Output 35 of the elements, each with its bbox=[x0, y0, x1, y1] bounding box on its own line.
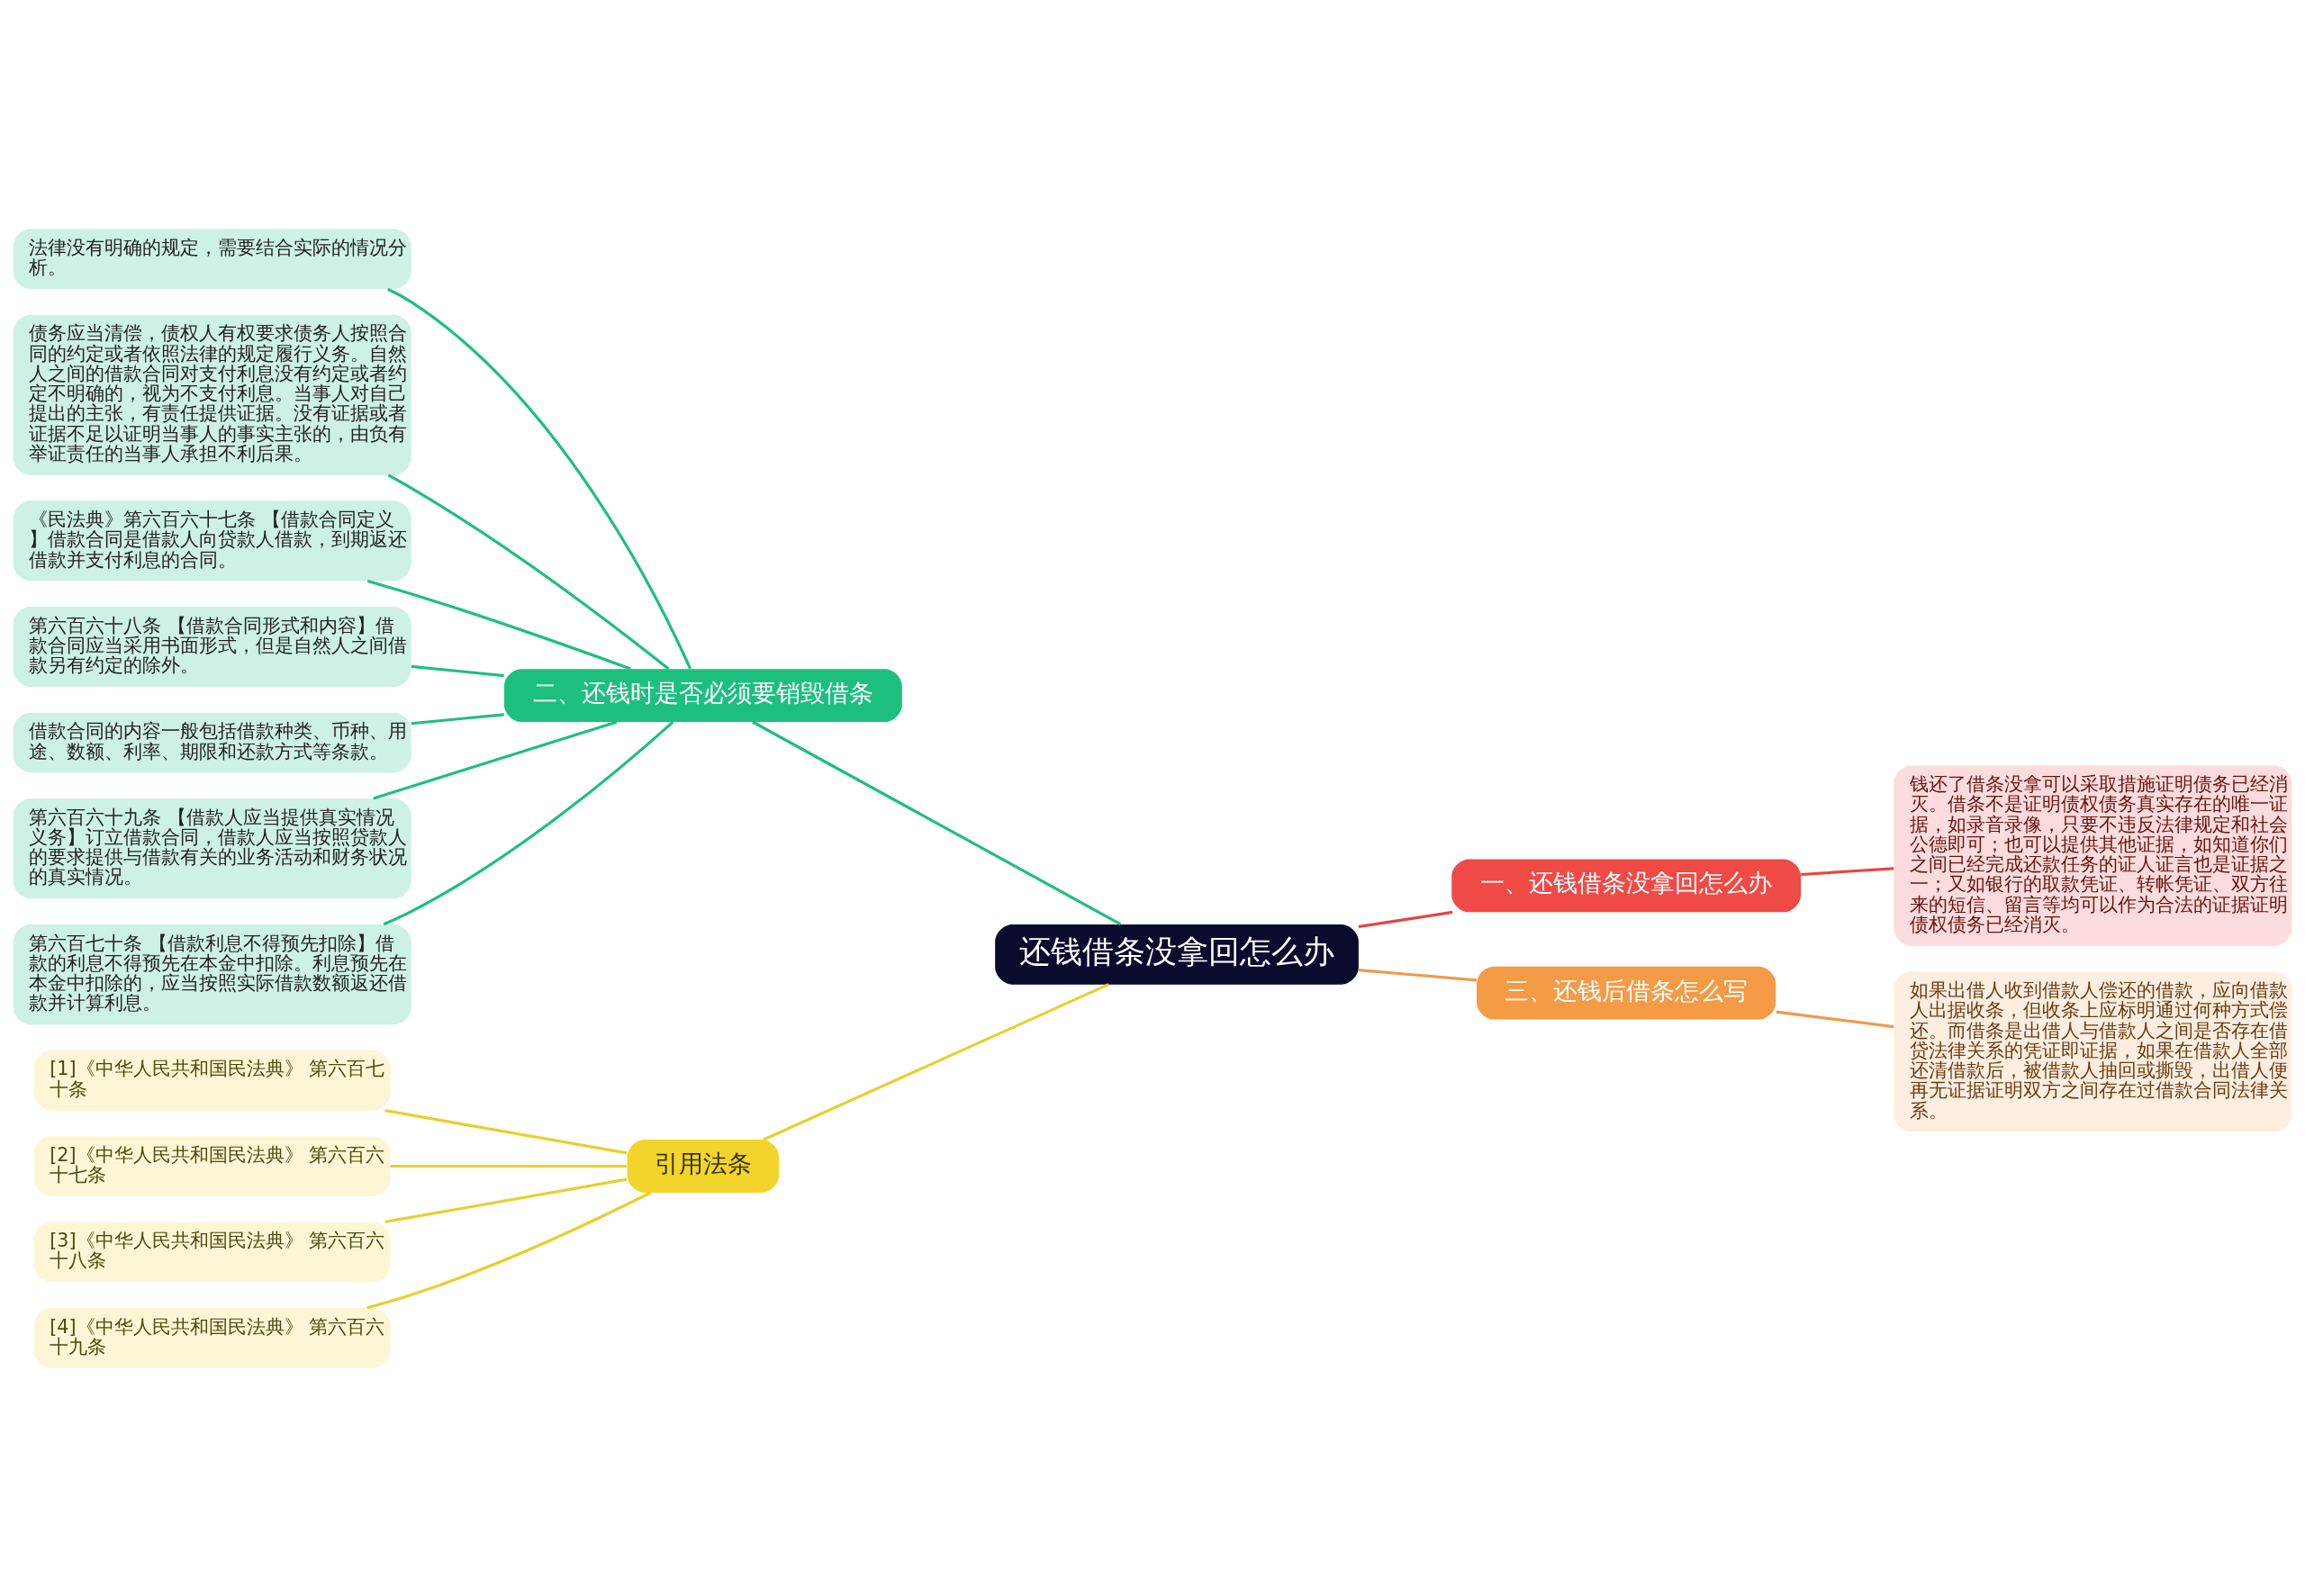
connector bbox=[763, 982, 1109, 1141]
node-box: 借款合同的内容一般包括借款种类、币种、用途、数额、利率、期限和还款方式等条款。 bbox=[13, 712, 411, 772]
connector bbox=[411, 712, 504, 725]
node-box: 《民法典》第六百六十七条 【借款合同定义】借款合同是借款人向贷款人借款，到期返还借款并支付利息的合同。 bbox=[13, 500, 411, 581]
connector bbox=[411, 664, 504, 677]
connector bbox=[373, 720, 618, 799]
node-box: 三、还钱后借条怎么写 bbox=[1477, 966, 1776, 1020]
node-box: 第六百六十八条 【借款合同形式和内容】借款合同应当采用书面形式，但是自然人之间借款另有约定的除外。 bbox=[13, 606, 411, 687]
node-box: 法律没有明确的规定，需要结合实际的情况分析。 bbox=[13, 228, 411, 289]
node-box: 钱还了借条没拿可以采取措施证明债务已经消灭。借条不是证明债权债务真实存在的唯一证据，如录音录像，只要不违反法律规定和社会公德即可；也可以提供其他证据，如知道你们之间已经完成还款任务的证人证言也是证据之一；又如银行的取款凭证、转帐凭证、双方往来的短信、留言等均可以作为合法的证据证明债权债务已经消灭。 bbox=[1894, 764, 2292, 946]
node-box: 债务应当清偿，债权人有权要求债务人按照合同的约定或者依照法律的规定履行义务。自然人之间的借款合同对支付利息没有约定或者约定不明确的，视为不支付利息。当事人对自己提出的主张，有责任提供证据。没有证据或者证据不足以证明当事人的事实主张的，由负有举证责任的当事人承担不利后果。 bbox=[13, 314, 411, 475]
connector bbox=[1358, 968, 1478, 982]
node-box: 还钱借条没拿回怎么办 bbox=[995, 924, 1359, 985]
connector bbox=[366, 579, 631, 671]
node-box: [3]《中华人民共和国民法典》 第六百六十八条 bbox=[33, 1222, 391, 1282]
connector bbox=[1801, 866, 1894, 876]
connector bbox=[384, 1108, 628, 1154]
connector bbox=[387, 287, 692, 670]
connector bbox=[752, 720, 1122, 925]
node-box: 如果出借人收到借款人偿还的借款，应向借款人出据收条，但收条上应标明通过何种方式偿还。而借条是出借人与借款人之间是否存在借贷法律关系的凭证即证据，如果在借款人全部还清借款后，被借款人抽回或撕毁，出借人便再无证据证明双方之间存在过借款合同法律关系。 bbox=[1894, 970, 2292, 1132]
node-box: 第六百七十条 【借款利息不得预先扣除】借款的利息不得预先在本金中扣除。利息预先在本金中扣除的，应当按照实际借款数额返还借款并计算利息。 bbox=[13, 924, 411, 1024]
node-box: [4]《中华人民共和国民法典》 第六百六十九条 bbox=[33, 1307, 391, 1368]
connector bbox=[1358, 910, 1453, 928]
node-box: [1]《中华人民共和国民法典》 第六百七十条 bbox=[33, 1050, 391, 1110]
node-box: 引用法条 bbox=[627, 1139, 780, 1193]
node-box: [2]《中华人民共和国民法典》 第六百六十七条 bbox=[33, 1135, 391, 1196]
node-box: 第六百六十九条 【借款人应当提供真实情况义务】订立借款合同，借款人应当按照贷款人的要求提供与借款有关的业务活动和财务状况的真实情况。 bbox=[13, 798, 411, 898]
node-box: 一、还钱借条没拿回怎么办 bbox=[1451, 859, 1802, 912]
connector bbox=[387, 473, 670, 670]
node-box: 二、还钱时是否必须要销毁借条 bbox=[503, 668, 902, 722]
connector bbox=[1776, 1010, 1894, 1028]
connector bbox=[384, 1177, 628, 1223]
connector bbox=[383, 720, 674, 925]
connector bbox=[366, 1191, 652, 1309]
connector bbox=[390, 1164, 627, 1168]
